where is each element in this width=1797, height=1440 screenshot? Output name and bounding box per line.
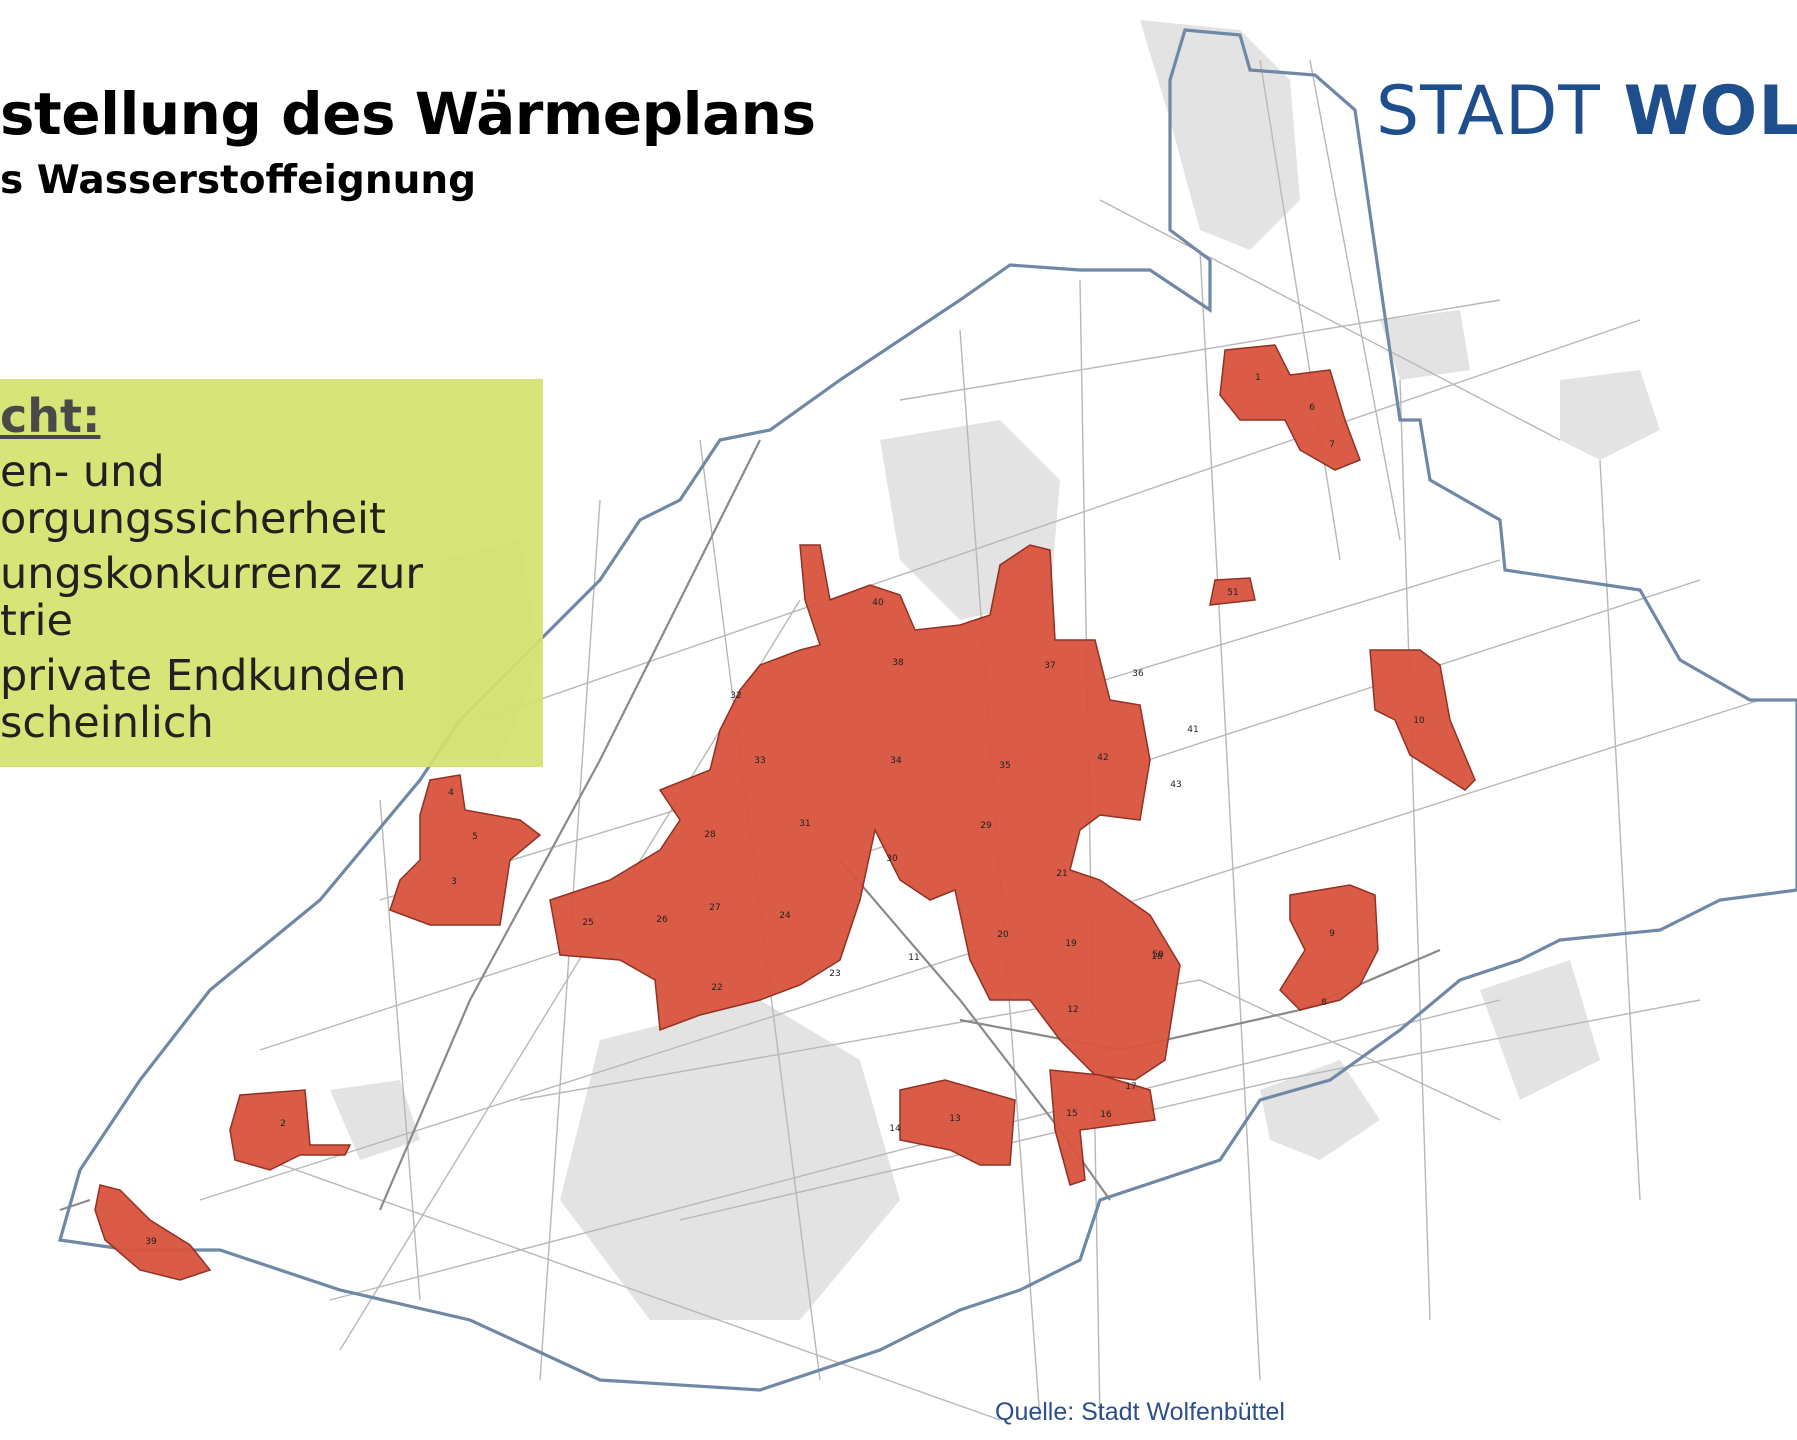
district-label: 1 — [1255, 373, 1261, 383]
district-label: 7 — [1329, 440, 1335, 450]
district-label: 30 — [886, 854, 898, 864]
district-label: 3 — [451, 877, 457, 887]
district-labels: 1 6 7 51 40 38 37 36 41 42 43 35 34 33 3… — [145, 373, 1425, 1247]
assessment-item: private Endkunden scheinlich — [0, 651, 407, 748]
assessment-list: en- und orgungssicherheit ungskonkurrenz… — [0, 449, 423, 755]
district-label: 19 — [1065, 939, 1077, 949]
district-label: 9 — [1329, 929, 1335, 939]
district-label: 26 — [656, 915, 668, 925]
district-polygons — [94, 344, 1476, 1281]
district-label: 29 — [980, 821, 992, 831]
district-label: 27 — [709, 903, 720, 913]
district-label: 33 — [754, 756, 765, 766]
district-label: 38 — [892, 658, 904, 668]
district-label: 11 — [908, 953, 919, 963]
district-label: 35 — [999, 761, 1010, 771]
district-label: 41 — [1187, 725, 1198, 735]
district-label: 17 — [1125, 1082, 1136, 1092]
district-label: 31 — [799, 819, 810, 829]
page-title: stellung des Wärmeplans — [0, 80, 816, 148]
district-label: 39 — [145, 1237, 157, 1247]
municipal-boundary — [57, 28, 1797, 1392]
district-label: 36 — [1132, 669, 1144, 679]
district-label: 23 — [829, 969, 840, 979]
district-label: 24 — [779, 911, 791, 921]
district-label: 14 — [889, 1124, 901, 1134]
district-label: 22 — [711, 983, 722, 993]
district-label: 6 — [1309, 403, 1315, 413]
railway-lines — [59, 439, 1441, 1212]
page-subtitle: s Wasserstoffeignung — [0, 158, 477, 203]
district-label: 40 — [872, 598, 884, 608]
logo-text-light: STADT — [1376, 78, 1624, 146]
district-label: 15 — [1066, 1109, 1077, 1119]
district-label: 51 — [1227, 588, 1238, 598]
district-label: 20 — [997, 930, 1009, 940]
district-label: 37 — [1044, 661, 1055, 671]
source-caption: Quelle: Stadt Wolfenbüttel — [995, 1398, 1285, 1426]
district-label: 10 — [1413, 716, 1425, 726]
district-label: 5 — [472, 832, 478, 842]
district-label: 42 — [1097, 753, 1108, 763]
district-label: 13 — [949, 1114, 960, 1124]
district-label: 8 — [1321, 998, 1327, 1008]
district-label: 16 — [1100, 1110, 1112, 1120]
district-label: 25 — [582, 918, 593, 928]
district-label: 21 — [1056, 869, 1067, 879]
assessment-box: cht: en- und orgungssicherheit ungskonku… — [0, 379, 543, 767]
district-label: 50 — [1152, 950, 1164, 960]
district-label: 12 — [1067, 1005, 1078, 1015]
district-label: 34 — [890, 756, 902, 766]
assessment-item: en- und orgungssicherheit — [0, 447, 386, 544]
road-network — [199, 59, 1761, 1421]
district-label: 4 — [448, 788, 454, 798]
district-label: 2 — [280, 1119, 286, 1129]
assessment-item: ungskonkurrenz zur trie — [0, 549, 424, 646]
stadt-wolfenbuettel-logo: STADT WOLFE — [1376, 78, 1797, 146]
district-label: 28 — [704, 830, 716, 840]
logo-text-bold: WOLFE — [1623, 78, 1797, 146]
district-label: 32 — [730, 691, 741, 701]
assessment-heading: cht: — [0, 389, 101, 443]
district-label: 43 — [1170, 780, 1181, 790]
district-label: 18 — [1151, 952, 1163, 962]
